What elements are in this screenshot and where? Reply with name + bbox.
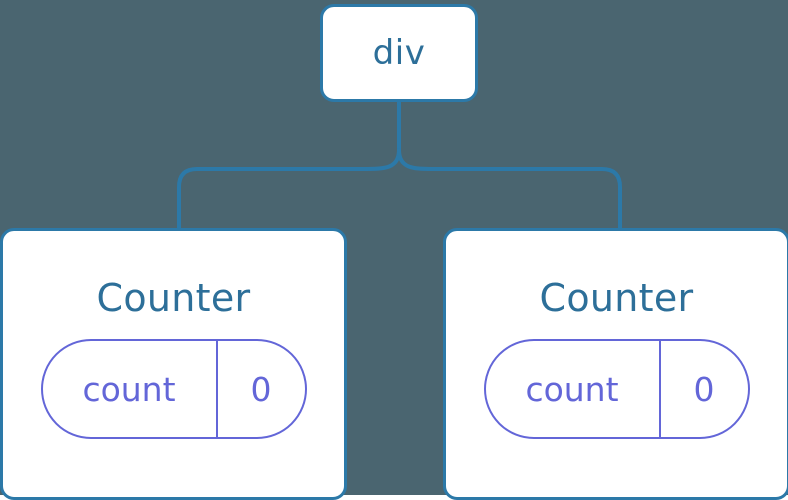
node-counter-right[interactable]: Counter count 0 (443, 228, 788, 500)
node-counter-right-label: Counter (539, 276, 694, 320)
node-counter-left-label: Counter (96, 276, 251, 320)
state-key-right: count (486, 341, 661, 437)
connector-branch-left (177, 148, 401, 232)
node-counter-left[interactable]: Counter count 0 (0, 228, 347, 500)
connector-branch-right (397, 148, 622, 232)
state-value-left: 0 (250, 369, 272, 409)
state-pill-right[interactable]: count 0 (483, 339, 750, 439)
state-key-left: count (43, 341, 218, 437)
state-pill-left[interactable]: count 0 (40, 339, 307, 439)
node-div[interactable]: div (320, 4, 478, 102)
node-div-label: div (372, 33, 426, 73)
state-value-right: 0 (693, 369, 715, 409)
